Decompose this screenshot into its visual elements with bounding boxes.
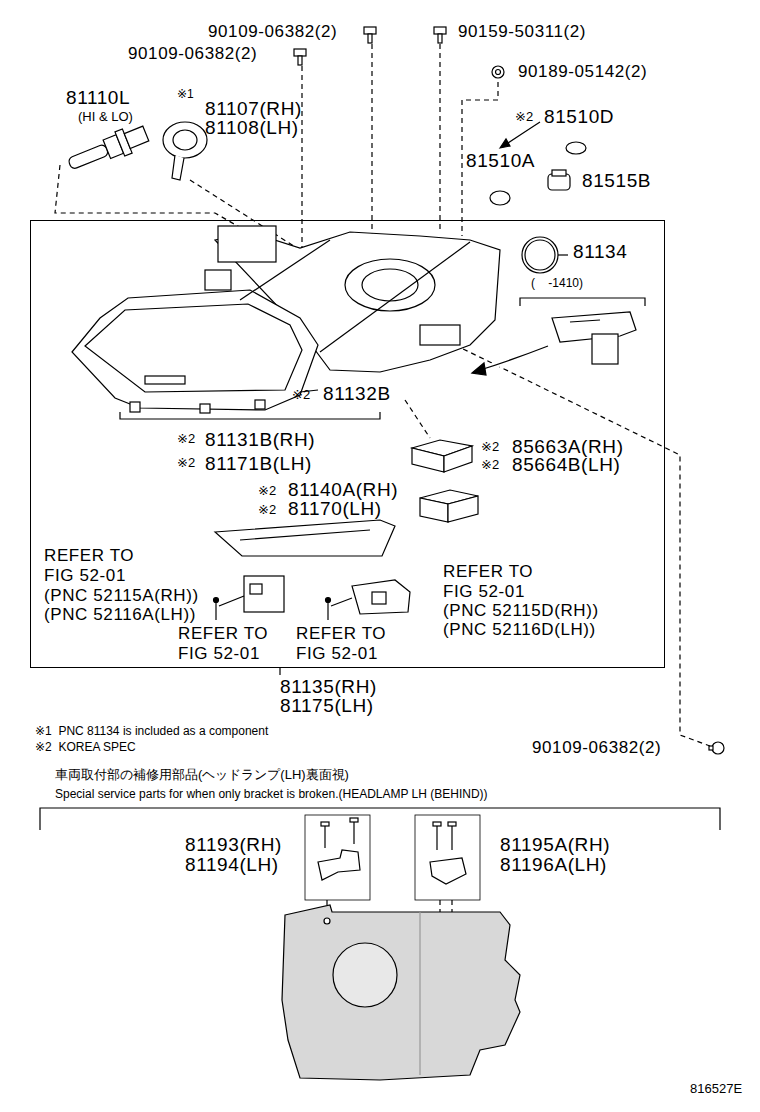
part-number: 81195A(RH) <box>500 835 610 856</box>
bracket-part <box>244 576 410 614</box>
reference-note: FIG 52-01 <box>296 645 378 664</box>
bracket <box>40 808 720 830</box>
part-number: 81196A(LH) <box>500 855 607 876</box>
part-number: 81193(RH) <box>185 835 282 856</box>
part-number: 81108(LH) <box>205 118 299 139</box>
reference-note: REFER TO <box>296 625 386 644</box>
part-number: 81107(RH) <box>205 99 302 120</box>
part-number: 90109-06382(2) <box>208 23 337 42</box>
reference-note: FIG 52-01 <box>178 645 260 664</box>
bulb <box>65 121 151 176</box>
bracket <box>520 298 645 306</box>
spec-mark: ※2 <box>177 432 195 446</box>
arrowhead <box>500 139 510 148</box>
part-number: 81515B <box>582 171 651 192</box>
reference-note: REFER TO <box>44 547 134 566</box>
part-number: 車両取付部の補修用部品(ヘッドランプ(LH)裏面視) <box>55 768 349 782</box>
spec-mark: ※2 <box>481 440 499 454</box>
part-number: 90109-06382(2) <box>128 45 257 64</box>
spec-mark: ※2 <box>515 110 533 124</box>
part-number: (HI & LO) <box>78 110 133 124</box>
spec-mark: ※2 <box>292 388 310 402</box>
headlamp-back <box>282 905 520 1080</box>
part-number: 81510D <box>544 107 614 128</box>
part-number: 81194(LH) <box>185 855 279 876</box>
reference-note: (PNC 52116D(LH)) <box>443 621 596 640</box>
note-text: Special service parts for when only brac… <box>55 788 488 801</box>
reference-note: FIG 52-01 <box>44 567 126 586</box>
part-number: ( -1410) <box>531 277 583 290</box>
spec-mark: ※2 <box>258 503 276 517</box>
part-number: 81510A <box>466 151 535 172</box>
o-ring <box>522 237 558 273</box>
part-number: 81171B(LH) <box>205 454 312 475</box>
part-number: 81132B <box>323 384 391 405</box>
spec-mark: ※1 <box>177 88 194 101</box>
bolt-icon <box>294 27 724 754</box>
leader-line <box>55 44 710 935</box>
screw-icon <box>214 596 353 620</box>
part-number: 81140A(RH) <box>288 480 398 501</box>
reference-note: REFER TO <box>443 563 533 582</box>
spec-mark: ※2 <box>481 458 499 472</box>
connector <box>552 312 636 364</box>
part-number: 81135(RH) <box>280 677 377 698</box>
bracket-part <box>318 818 466 884</box>
part-number: 81170(LH) <box>288 499 382 520</box>
part-number: 816527E <box>690 1082 742 1096</box>
reference-note: (PNC 52116A(LH)) <box>44 606 196 625</box>
headlamp <box>72 226 500 413</box>
part-number: 85664B(LH) <box>512 455 620 476</box>
part-number: 81131B(RH) <box>205 430 315 451</box>
bracket <box>120 412 380 419</box>
part-number: 81110L <box>66 88 130 109</box>
bracket-part <box>215 520 395 556</box>
part-number: 81175(LH) <box>280 696 374 717</box>
arrow <box>480 346 548 370</box>
part-number: 90189-05142(2) <box>518 63 647 82</box>
reference-note: FIG 52-01 <box>443 583 525 602</box>
bulb-cap <box>163 122 207 180</box>
spec-mark: ※2 <box>258 484 276 498</box>
part-number: ※2 KOREA SPEC <box>35 741 136 754</box>
part-number: 81134 <box>573 242 627 263</box>
spec-mark: ※2 <box>177 456 195 470</box>
reference-note: (PNC 52115D(RH)) <box>443 602 599 621</box>
part-number: 90159-50311(2) <box>458 23 586 42</box>
reference-note: (PNC 52115A(RH)) <box>44 587 199 606</box>
part-number: 90109-06382(2) <box>532 739 661 758</box>
ballast-module <box>412 440 478 522</box>
assembly-frame: 81134 ( -1410) ※2 81132B ※2 81131B(RH) ※2 81171… <box>30 220 665 668</box>
note-text: ※1 PNC 81134 is included as a component <box>35 725 268 738</box>
reference-note: REFER TO <box>178 625 268 644</box>
